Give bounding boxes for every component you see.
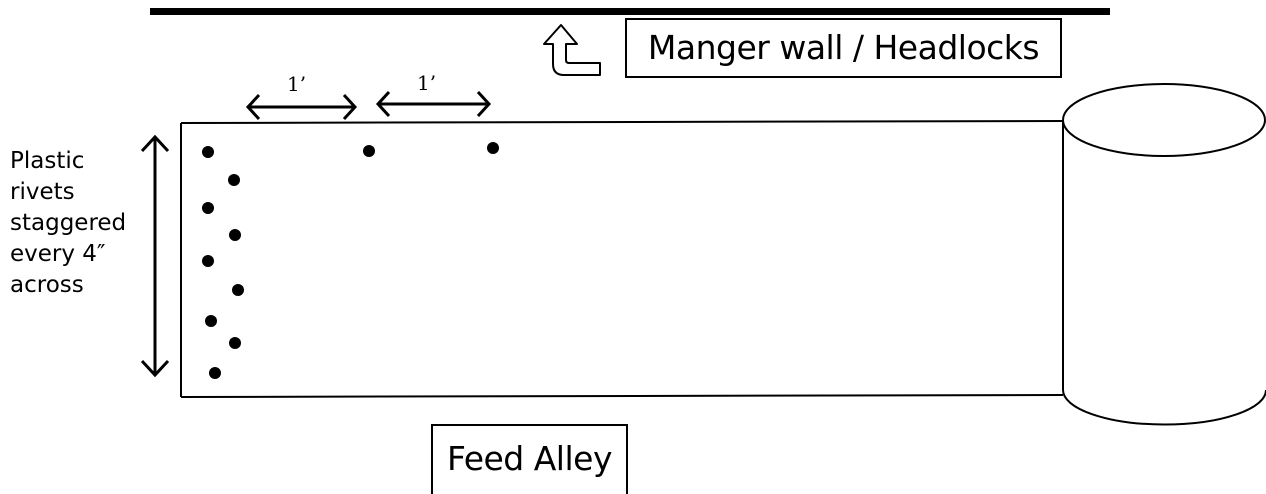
mat-outline: [180, 120, 1064, 398]
rivet: [205, 315, 217, 327]
rivet-note-line: across: [10, 272, 84, 298]
rivet-note: Plastic rivets staggered every 4″ across: [10, 146, 150, 301]
rivet: [202, 255, 214, 267]
rivet: [209, 367, 221, 379]
double-arrow-horizontal-icon: [375, 90, 492, 118]
rivet: [229, 337, 241, 349]
double-arrow-horizontal-icon: [245, 93, 358, 121]
manger-wall-label: Manger wall / Headlocks: [625, 18, 1062, 78]
feed-alley-label: Feed Alley: [431, 424, 628, 494]
rivet-note-line: staggered: [10, 210, 127, 236]
spacing-label-2: 1’: [417, 71, 436, 95]
rivet: [487, 142, 499, 154]
double-arrow-vertical-icon: [140, 134, 170, 378]
rivet: [228, 174, 240, 186]
rivet: [202, 202, 214, 214]
rivet: [229, 229, 241, 241]
rivet: [202, 146, 214, 158]
spacing-label-1: 1’: [287, 72, 306, 96]
u-turn-arrow-icon: [543, 24, 601, 76]
rivet-note-line: rivets: [10, 179, 75, 205]
rivet-note-line: every 4″: [10, 241, 106, 267]
rivet-note-line: Plastic: [10, 148, 85, 174]
roll-cylinder: [1062, 83, 1266, 426]
rivet-group: [202, 142, 499, 379]
manger-wall-bar: [150, 8, 1110, 15]
rivet: [232, 284, 244, 296]
rivet: [363, 145, 375, 157]
